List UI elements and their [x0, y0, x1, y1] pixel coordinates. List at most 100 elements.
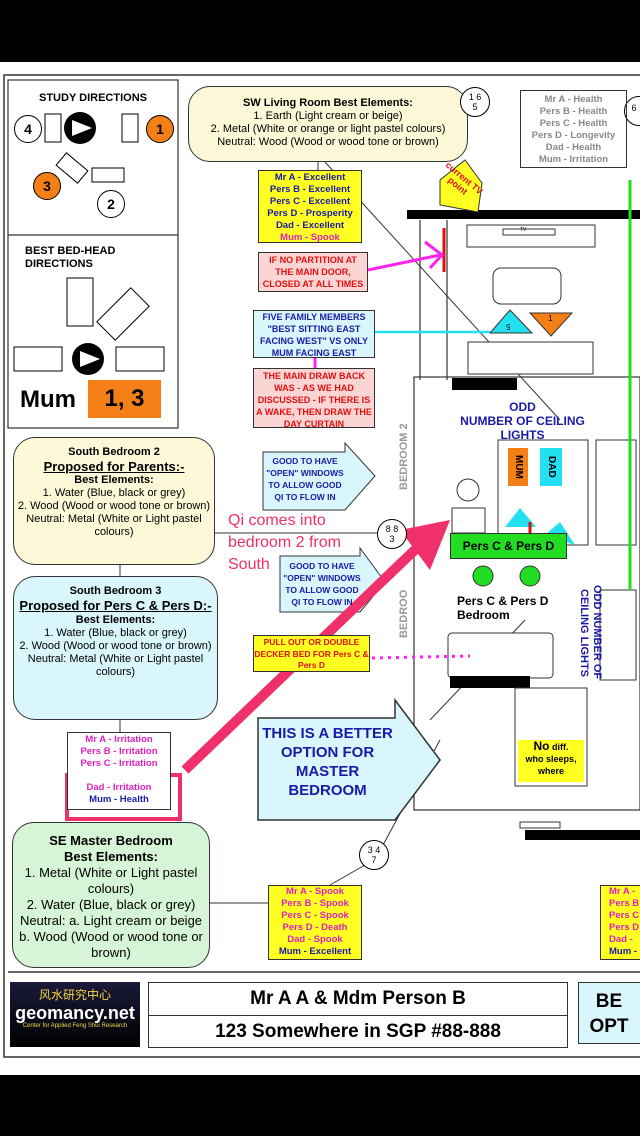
- star-bottom: 5: [472, 102, 478, 112]
- star-top: 1 6: [468, 92, 482, 102]
- odd-label: ODD: [509, 400, 536, 414]
- sw-living-line: 1. Earth (Light cream or beige): [253, 110, 403, 122]
- list-item: Mum - Excellent: [278, 946, 352, 957]
- better-option-note: THIS IS A BETTER OPTION FOR MASTER BEDRO…: [262, 725, 393, 799]
- no-diff-c: who sleeps, where: [525, 754, 577, 776]
- list-item: Pers D - Prosperity: [267, 208, 353, 219]
- bedroom-label-partial: BEDROO: [398, 589, 410, 638]
- list-item: Pers B - Excellent: [269, 184, 351, 195]
- triangle-1-label: 1: [548, 314, 553, 323]
- good-windows-note-1: GOOD TO HAVE "OPEN" WINDOWS TO ALLOW GOO…: [266, 456, 344, 502]
- list-item: Pers D: [609, 922, 640, 933]
- address: 123 Somewhere in SGP #88-888: [215, 1021, 501, 1042]
- list-item: Mr A - Irritation: [85, 734, 153, 745]
- title-block: Mr A A & Mdm Person B 123 Somewhere in S…: [148, 982, 568, 1048]
- list-item: Pers C - Irritation: [80, 758, 158, 769]
- box-line: 1. Metal (White or Light pastel colours): [24, 865, 198, 896]
- box-title: SE Master Bedroom: [49, 833, 173, 848]
- sw-living-line: 2. Metal (White or orange or light paste…: [210, 123, 446, 135]
- box-line: Neutral: Metal (White or Light pastel co…: [26, 513, 202, 538]
- qi-note: Qi comes into bedroom 2 from South: [228, 512, 341, 573]
- list-item: Dad - Irritation: [86, 782, 152, 793]
- list-item: Pers C - Spook: [281, 910, 349, 921]
- box-line: 1. Water (Blue, black or grey): [42, 487, 186, 499]
- bedhead-title: BEST BED-HEAD DIRECTIONS: [25, 245, 116, 270]
- box-heading: Best Elements:: [64, 849, 158, 864]
- list-item: Pers B: [609, 898, 640, 909]
- study-directions-title: STUDY DIRECTIONS: [39, 92, 147, 104]
- list-item: Mum - Irritation: [538, 154, 609, 165]
- study-direction-3: 3: [33, 172, 61, 200]
- list-item: Pers D - Death: [282, 922, 348, 933]
- bedhead-directions: 1, 3: [88, 380, 161, 418]
- logo-text: geomancy.net: [15, 1003, 135, 1023]
- sw-living-line: Neutral: Wood (Wood or wood tone or brow…: [217, 136, 439, 148]
- list-item: Mr A - Excellent: [274, 172, 346, 183]
- list-item: Mum - Health: [89, 794, 149, 805]
- list-item: Dad -: [609, 934, 633, 945]
- pull-out-bed-note: PULL OUT OR DOUBLE DECKER BED FOR Pers C…: [253, 635, 370, 672]
- bedroom-2-label: BEDROOM 2: [398, 423, 410, 490]
- list-item: Pers C - Health: [539, 118, 608, 129]
- box-line: 2. Wood (Wood or wood tone or brown): [19, 640, 212, 652]
- right-title-partial: BE OPT: [578, 982, 640, 1044]
- list-item: Pers C: [609, 910, 640, 921]
- study-direction-2: 2: [97, 190, 125, 218]
- star-top: 8 8: [385, 524, 399, 534]
- box-line: Neutral: a. Light cream or beige b. Wood…: [19, 913, 203, 960]
- geomancy-logo: 风水研究中心 geomancy.net Center for Applied F…: [10, 982, 140, 1047]
- top-status-bar: [0, 0, 640, 62]
- box-line: 2. Water (Blue, black or grey): [26, 897, 196, 912]
- star-top: 3 4: [367, 845, 381, 855]
- odd-label: NUMBER OF CEILING LIGHTS: [460, 414, 585, 442]
- list-item: Dad - Excellent: [275, 220, 345, 231]
- list-item: Dad - Health: [545, 142, 602, 153]
- no-diff-a: No: [533, 739, 550, 753]
- dad-bed-side: DAD: [540, 448, 562, 486]
- bedhead-person: Mum: [20, 386, 76, 413]
- triangle-5-label: 5: [506, 322, 511, 331]
- logo-chinese: 风水研究中心: [38, 988, 111, 1002]
- list-item: Pers D - Longevity: [531, 130, 616, 141]
- list-item: Mum -: [609, 946, 637, 957]
- star-bottom: 3: [389, 534, 395, 544]
- pers-cd-bar: Pers C & Pers D: [450, 533, 567, 559]
- list-item: Pers C - Excellent: [269, 196, 351, 207]
- list-item: Pers B - Irritation: [80, 746, 158, 757]
- odd-ceiling-lights-bedroom: ODD NUMBER OF CEILING LIGHTS: [578, 585, 603, 680]
- box-title: South Bedroom 3: [69, 585, 162, 597]
- bottom-bar: [0, 1075, 640, 1136]
- no-diff-note: No diff.who sleeps, where: [518, 740, 584, 782]
- list-item: Mr A - Health: [544, 94, 603, 105]
- list-item: Mr A - Spook: [286, 886, 344, 897]
- box-heading: Best Elements:: [75, 614, 156, 626]
- sw-living-title: SW Living Room Best Elements:: [243, 97, 413, 109]
- study-direction-4: 4: [14, 115, 42, 143]
- box-line: 1. Water (Blue, black or grey): [44, 627, 187, 639]
- logo-subtitle: Center for Applied Feng Shui Research: [22, 1023, 128, 1029]
- box-subtitle: Proposed for Pers C & Pers D:-: [19, 598, 212, 613]
- note-drawback: THE MAIN DRAW BACK WAS - AS WE HAD DISCU…: [253, 368, 375, 429]
- list-item: Mum - Spook: [280, 232, 340, 243]
- box-line: 2. Wood (Wood or wood tone or brown): [17, 500, 211, 512]
- box-line: Neutral: Metal (White or Light pastel co…: [27, 653, 204, 678]
- south-bedroom-3-box: South Bedroom 3 Proposed for Pers C & Pe…: [13, 576, 218, 720]
- tv-label: TV: [520, 227, 527, 233]
- box-subtitle: Proposed for Parents:-: [43, 459, 185, 474]
- note-five-members: FIVE FAMILY MEMBERS "BEST SITTING EAST F…: [253, 310, 375, 358]
- good-windows-note-2: GOOD TO HAVE "OPEN" WINDOWS TO ALLOW GOO…: [283, 561, 361, 607]
- pers-cd-bedroom-label: Pers C & Pers D Bedroom: [457, 594, 549, 622]
- note-partition: IF NO PARTITION AT THE MAIN DOOR, CLOSED…: [258, 252, 368, 292]
- study-direction-1: 1: [146, 115, 174, 143]
- south-bedroom-2-box: South Bedroom 2 Proposed for Parents:- B…: [13, 437, 215, 565]
- client-name: Mr A A & Mdm Person B: [149, 983, 567, 1016]
